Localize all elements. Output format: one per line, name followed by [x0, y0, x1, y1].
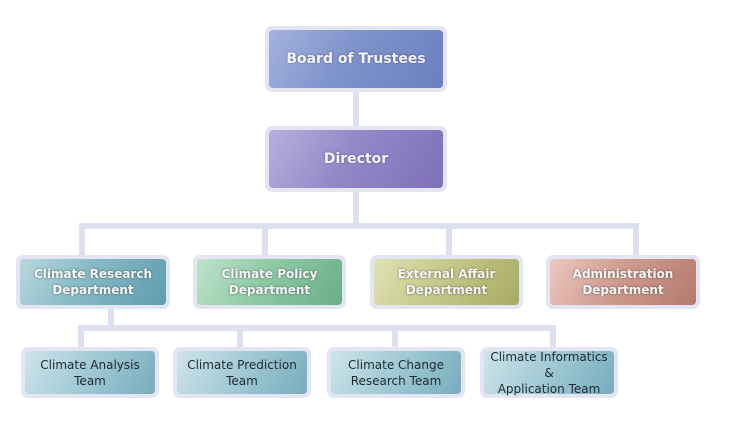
connector-to-external — [446, 223, 452, 259]
connector-departments-bus — [79, 223, 639, 229]
connector-to-admin — [633, 223, 639, 259]
node-label-line2: Research Team — [350, 373, 442, 388]
connector-to-analysis — [78, 325, 84, 351]
node-label: Board of Trustees — [286, 51, 426, 67]
node-label-line2: Application Team — [497, 381, 601, 396]
node-label-line2: Department — [405, 283, 488, 297]
node-label-line1: Climate Prediction — [187, 357, 297, 372]
connector-to-research — [79, 223, 85, 259]
connector-to-policy — [262, 223, 268, 259]
node-label-line2: Team — [74, 373, 106, 388]
node-label-line2: Team — [226, 373, 258, 388]
connector-research-down — [108, 306, 114, 328]
node-label-line1: External Affair — [397, 267, 496, 281]
connector-director-down — [353, 190, 359, 226]
connector-to-change — [392, 325, 398, 351]
connector-board-director — [353, 88, 359, 128]
node-label-line1: Climate Analysis — [40, 357, 140, 372]
node-label-line2: Department — [228, 283, 311, 297]
node-label-line1: Administration — [572, 267, 674, 281]
node-label-line2: Department — [52, 283, 134, 297]
node-director[interactable]: Director — [265, 126, 447, 192]
node-label-line1: Climate Policy — [221, 267, 318, 281]
node-label-line1: Climate Research — [33, 267, 153, 281]
node-board-of-trustees[interactable]: Board of Trustees — [265, 26, 447, 92]
node-label: Director — [323, 151, 389, 167]
node-label-line1: Climate Change — [348, 357, 444, 372]
node-climate-informatics-application-team[interactable]: Climate Informatics &Application Team — [480, 347, 618, 398]
connector-teams-bus — [78, 325, 556, 331]
connector-to-prediction — [237, 325, 243, 351]
connector-to-informatics — [550, 325, 556, 351]
node-label-line1: Climate Informatics & — [490, 349, 608, 380]
node-label-line2: Department — [582, 283, 664, 297]
